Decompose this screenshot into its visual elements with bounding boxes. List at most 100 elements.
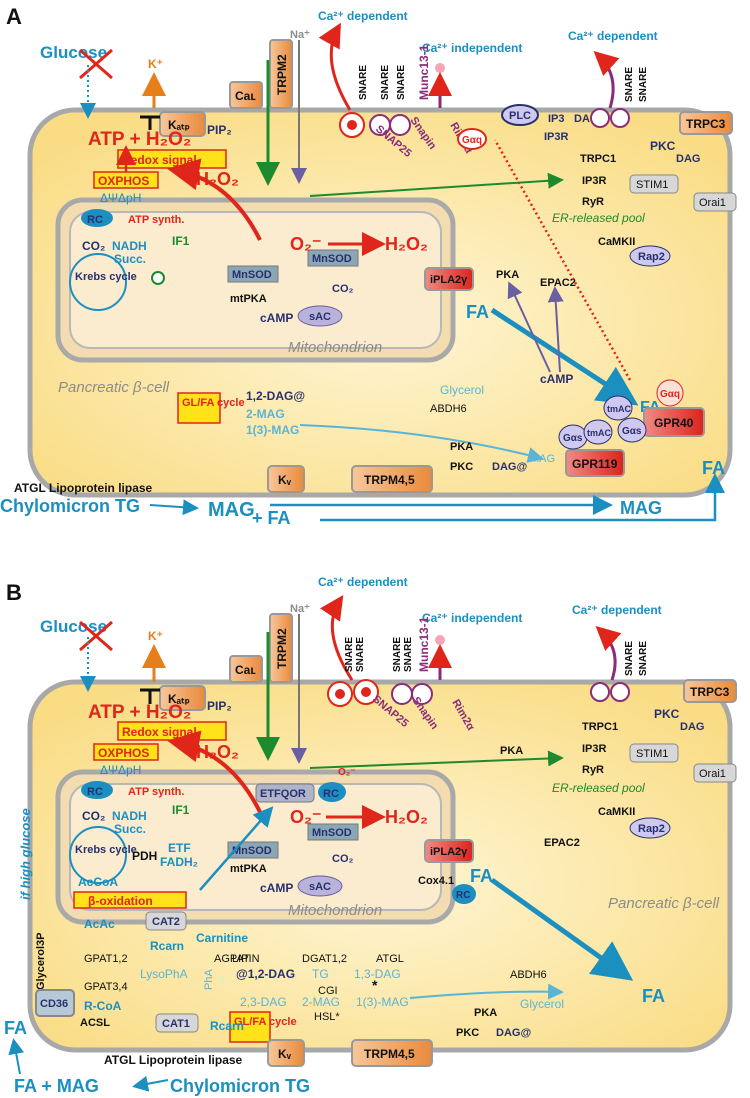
camp-epac-arrow: [547, 286, 564, 373]
dag23-label: 2,3-DAG: [240, 995, 287, 1009]
if1-label: IF1: [172, 234, 190, 248]
mnsod-box-2: [307, 249, 359, 267]
h2o2-mito-label-b: H₂O₂: [385, 807, 428, 827]
gaq-signal-line: [493, 139, 632, 381]
atp-synth-label-b: ATP synth.: [128, 786, 184, 798]
granule-core-1: [347, 120, 357, 130]
rap2-blob: [629, 245, 671, 267]
ip3-label: IP3: [548, 113, 565, 125]
pkc-label: PKC: [650, 139, 676, 153]
atgl-in-label: ATGL: [376, 953, 404, 965]
carnitine-label: Carnitine: [196, 931, 248, 945]
trpm45-box-b: [351, 1039, 433, 1067]
ipla2-box: [424, 267, 474, 291]
plus-fa-label: + FA: [252, 508, 291, 528]
kv-box-b: [267, 1039, 305, 1067]
atp-h2o2-label: ATP + H₂O₂: [88, 129, 191, 150]
fa-out-arrow-b: [490, 877, 634, 981]
gpr119-label: GPR119: [572, 457, 618, 471]
panel-a-letter: A: [6, 4, 22, 29]
snare-label-2: SNARE: [380, 65, 391, 100]
trpc1-label-b: TRPC1: [582, 721, 618, 733]
orai1-label: Orai1: [699, 197, 726, 209]
krebs-cycle-circle-b: [69, 826, 127, 884]
granule-6b: [610, 682, 630, 702]
kv-box: [267, 465, 305, 493]
pkc-label-b: PKC: [654, 707, 680, 721]
ca-dependent-right-label: Ca²⁺ dependent: [568, 29, 658, 43]
epac2-label: EPAC2: [540, 277, 576, 289]
snare-label-1: SNARE: [358, 65, 369, 100]
trpm45-label: TRPM4,5: [364, 473, 415, 487]
mag-flow-arrow: [299, 424, 544, 463]
atp-h2o2-label-b: ATP + H₂O₂: [88, 702, 191, 723]
acsl-label: ACSL: [80, 1017, 110, 1029]
co2-mito-label-b: CO₂: [332, 853, 354, 865]
gpr119-box: [565, 449, 625, 477]
glucose-label: Glucose: [40, 43, 107, 62]
mnsod-box-1b: [227, 841, 279, 859]
ipla2-label: iPLA2γ: [430, 274, 468, 286]
pka2-label: PKA: [450, 441, 473, 453]
cat1-label: CAT1: [162, 1018, 190, 1030]
h2o2-redox-arrow: [167, 158, 262, 241]
camp-label: cAMP: [540, 372, 573, 386]
mag13-label-b: 1(3)-MAG: [356, 995, 409, 1009]
pha-label: PhA: [203, 969, 215, 990]
abdh6-label-b: ABDH6: [510, 969, 547, 981]
sac-blob-b: [297, 875, 343, 897]
snare-label-5b: SNARE: [624, 641, 635, 676]
chylomicron-label: Chylomicron TG: [0, 496, 140, 516]
mnsod-label-2: MnSOD: [312, 253, 352, 265]
snare-label-6b: SNARE: [638, 641, 649, 676]
granule-4: [590, 108, 610, 128]
katp-label-b: Kₐₜₚ: [168, 692, 190, 706]
ca-dependent-left-label: Ca²⁺ dependent: [318, 9, 408, 23]
chylomicron-label-b: Chylomicron TG: [170, 1076, 310, 1096]
ip3r-right-label: IP3R: [582, 175, 607, 187]
mag-big-label: MAG: [208, 499, 255, 521]
ryr-label-b: RyR: [582, 764, 604, 776]
mtpka-label-b: mtPKA: [230, 863, 267, 875]
acac-label: AcAc: [84, 917, 115, 931]
ryr-label: RyR: [582, 196, 604, 208]
hsl-label: HSL*: [314, 1011, 340, 1023]
fa-receptor-arrow: [490, 307, 639, 406]
h2o2-cyto-label-b: H₂O₂: [196, 742, 239, 762]
mnsod-label-2b: MnSOD: [312, 827, 352, 839]
atgl-label-b: ATGL Lipoprotein lipase: [104, 1053, 243, 1067]
gas-label-1: Gαs: [563, 433, 583, 444]
snare-label-3: SNARE: [396, 65, 407, 100]
camp-mito-label: cAMP: [260, 311, 293, 325]
krebs-cycle-label-b: Krebs cycle: [75, 844, 137, 856]
rap2-label: Rap2: [638, 251, 665, 263]
lipin-label: LIPIN: [232, 953, 260, 965]
snare-label-1b: SNARE: [344, 637, 355, 672]
trpc1-label: TRPC1: [580, 153, 616, 165]
rc-blob-3: [452, 884, 476, 904]
krebs-cycle-label: Krebs cycle: [75, 271, 137, 283]
succ-label: Succ.: [114, 252, 146, 266]
camp-mito-label-b: cAMP: [260, 881, 293, 895]
beta-oxidation-box: [73, 891, 187, 909]
rc-blob-b: [81, 781, 113, 799]
cal-label: Caʟ: [235, 89, 256, 103]
tmac-blob-1: [583, 419, 613, 445]
accoa-label: AcCoA: [78, 875, 118, 889]
rcoa-label: R-CoA: [84, 999, 122, 1013]
mag13-label: 1(3)-MAG: [246, 423, 299, 437]
gas-label-2: Gαs: [622, 426, 642, 437]
superoxide-small-label: O₂⁻: [338, 767, 356, 778]
fa-transport-arrow: [320, 473, 725, 522]
krebs-cycle-circle: [69, 253, 127, 311]
ipla2-box-b: [424, 839, 474, 863]
cal-box-b: [229, 655, 263, 683]
granule-core-1b: [335, 689, 345, 699]
mag2-label: 2-MAG: [246, 407, 285, 421]
ca-independent-label-b: Ca²⁺ independent: [422, 611, 522, 625]
plc-label: PLC: [509, 110, 531, 122]
cox41-label: Cox4.1: [418, 875, 454, 887]
cd36-box: [35, 989, 75, 1017]
rc-label: RC: [87, 214, 103, 226]
